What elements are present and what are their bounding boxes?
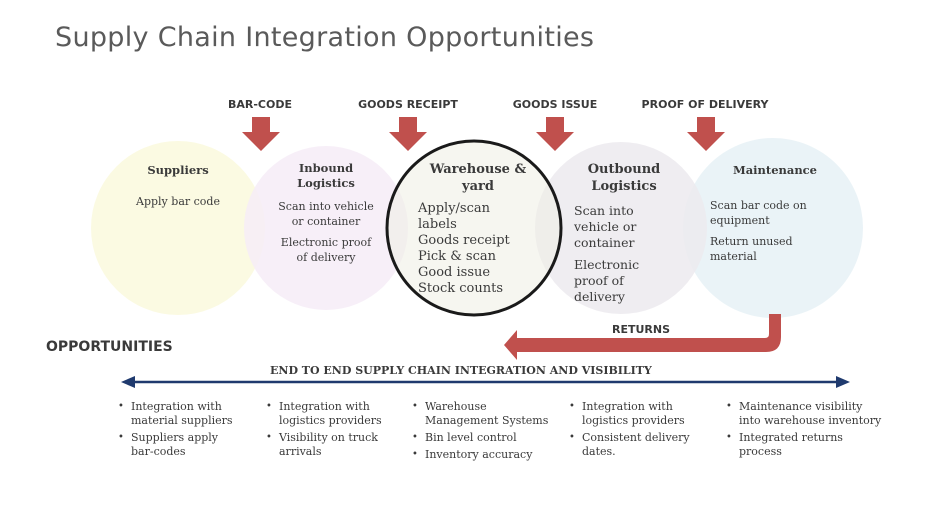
warehouse-line-5: Good issue — [418, 265, 491, 280]
bar-code-arrow — [242, 117, 280, 151]
inbound-line-4: of delivery — [296, 251, 356, 264]
opportunity-column-suppliers: Integration with material suppliers Supp… — [117, 400, 237, 462]
warehouse-title-line-1: Warehouse & — [429, 162, 527, 177]
maintenance-line-2: equipment — [710, 214, 770, 227]
maintenance-circle — [683, 138, 863, 318]
outbound-circle — [535, 142, 707, 314]
opportunity-item: Maintenance visibility into warehouse in… — [726, 400, 885, 428]
warehouse-line-1: Apply/scan — [418, 201, 490, 216]
opportunity-column-maintenance: Maintenance visibility into warehouse in… — [725, 400, 885, 462]
outbound-content: Outbound Logistics Scan into vehicle or … — [574, 161, 674, 305]
inbound-title-line-1: Inbound — [298, 161, 354, 175]
opportunity-item: Integrated returns process — [726, 431, 885, 459]
returns-label: RETURNS — [612, 323, 671, 336]
opportunity-item: Suppliers apply bar-codes — [118, 431, 237, 459]
inbound-content: Inbound Logistics Scan into vehicle or c… — [266, 161, 386, 265]
goods-issue-arrow — [536, 117, 574, 151]
outbound-line-2: vehicle or — [574, 219, 637, 234]
opportunity-item: Integration with logistics providers — [266, 400, 385, 428]
stage-label-goods-issue: GOODS ISSUE — [512, 98, 598, 111]
opportunity-item: Integration with material suppliers — [118, 400, 237, 428]
maintenance-content: Maintenance Scan bar code on equipment R… — [710, 163, 840, 264]
stage-label-goods-receipt: GOODS RECEIPT — [358, 98, 458, 111]
warehouse-line-6: Stock counts — [418, 281, 503, 296]
outbound-line-5: proof of — [574, 273, 624, 288]
warehouse-line-4: Pick & scan — [418, 249, 496, 264]
warehouse-line-3: Goods receipt — [418, 233, 510, 248]
proof-of-delivery-arrow — [687, 117, 725, 151]
inbound-title-line-2: Logistics — [297, 176, 355, 190]
end-to-end-label: END TO END SUPPLY CHAIN INTEGRATION AND … — [270, 364, 652, 377]
outbound-line-6: delivery — [574, 289, 625, 304]
opportunity-item: Visibility on truck arrivals — [266, 431, 385, 459]
warehouse-line-2: labels — [418, 217, 457, 232]
opportunity-item: Integration with logistics providers — [569, 400, 708, 428]
warehouse-title-line-2: yard — [462, 179, 494, 194]
opportunity-column-warehouse: Warehouse Management Systems Bin level c… — [411, 400, 561, 465]
stage-label-proof-of-delivery: PROOF OF DELIVERY — [641, 98, 769, 111]
inbound-circle — [244, 146, 408, 310]
outbound-title-line-1: Outbound — [587, 162, 661, 177]
inbound-line-1: Scan into vehicle — [278, 200, 374, 213]
suppliers-line: Apply bar code — [136, 195, 220, 208]
opportunity-item: Bin level control — [412, 431, 561, 445]
maintenance-line-4: material — [710, 250, 757, 263]
stage-label-bar-code: BAR-CODE — [227, 98, 293, 111]
maintenance-line-1: Scan bar code on — [710, 199, 807, 212]
outbound-line-1: Scan into — [574, 203, 634, 218]
opportunity-item: Warehouse Management Systems — [412, 400, 561, 428]
warehouse-content: Warehouse & yard Apply/scan labels Goods… — [418, 161, 538, 297]
suppliers-circle — [91, 141, 265, 315]
outbound-title-line-2: Logistics — [591, 179, 657, 194]
suppliers-title: Suppliers — [147, 163, 209, 177]
opportunity-column-outbound: Integration with logistics providers Con… — [568, 400, 708, 462]
opportunity-column-inbound: Integration with logistics providers Vis… — [265, 400, 385, 462]
inbound-line-3: Electronic proof — [280, 236, 372, 249]
opportunities-heading: OPPORTUNITIES — [46, 339, 173, 355]
page-title: Supply Chain Integration Opportunities — [55, 22, 595, 53]
suppliers-content: Suppliers Apply bar code — [128, 163, 228, 209]
warehouse-circle — [385, 139, 563, 317]
outbound-line-3: container — [574, 235, 635, 250]
inbound-line-2: or container — [291, 215, 361, 228]
end-to-end-right-arrowhead — [836, 376, 850, 388]
opportunity-item: Inventory accuracy — [412, 448, 561, 462]
outbound-line-4: Electronic — [574, 257, 640, 272]
returns-arrow — [504, 314, 781, 360]
opportunity-item: Consistent delivery dates. — [569, 431, 708, 459]
maintenance-line-3: Return unused — [710, 235, 793, 248]
goods-receipt-arrow — [389, 117, 427, 151]
maintenance-title: Maintenance — [732, 163, 818, 177]
end-to-end-left-arrowhead — [121, 376, 135, 388]
